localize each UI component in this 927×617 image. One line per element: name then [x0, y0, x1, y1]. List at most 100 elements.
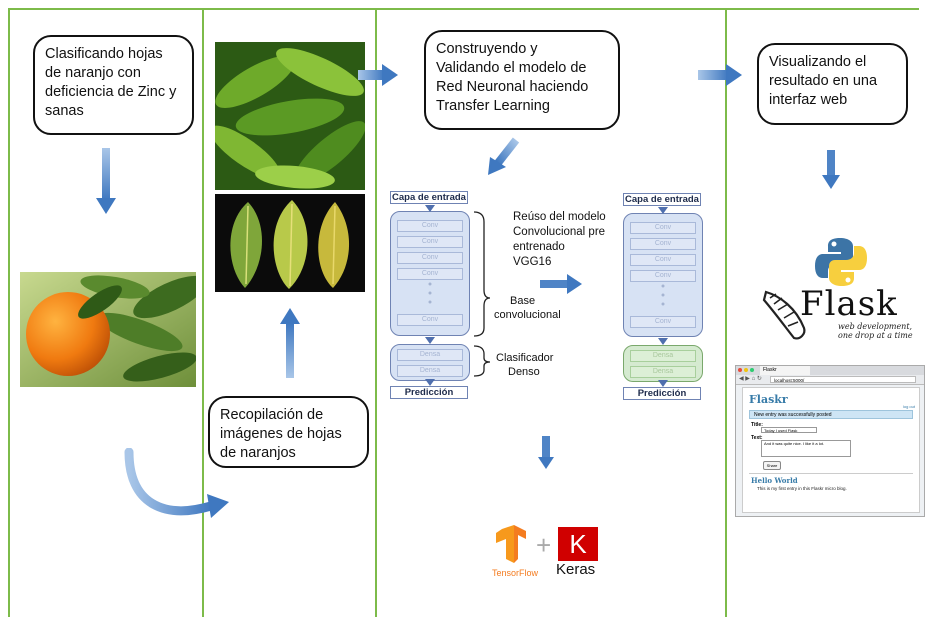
share-button[interactable]: Share — [763, 461, 781, 470]
browser-titlebar: Flaskr — [736, 366, 924, 375]
base-label-line: Base — [510, 295, 536, 307]
step2-box: Recopilación de imágenes de hojas de nar… — [208, 396, 369, 468]
cnn-connectors — [658, 207, 668, 387]
keras-label: Keras — [556, 561, 596, 578]
input-layer: Capa de entrada — [623, 193, 701, 206]
conv-layer: Conv — [630, 222, 696, 234]
column-divider — [8, 8, 10, 617]
browser-tab[interactable]: Flaskr — [760, 366, 810, 375]
conv-layer: Conv — [397, 268, 463, 280]
step2-line: imágenes de hojas — [220, 426, 342, 442]
step3-line: Transfer Learning — [436, 98, 550, 114]
dense-layer: Densa — [397, 365, 463, 377]
flaskr-page: Flaskr log out New entry was successfull… — [742, 387, 920, 513]
layer-ellipsis — [661, 284, 665, 306]
base-label: Base convolucional — [494, 294, 561, 322]
entry-divider — [749, 473, 913, 474]
flaskr-title: Flaskr — [749, 393, 788, 406]
classifier-label-line: Clasificador — [496, 352, 554, 364]
output-layer: Predicción — [390, 386, 468, 399]
flask-wordmark: Flask — [800, 284, 898, 324]
plus-sign: + — [536, 530, 552, 560]
up-arrow — [280, 308, 300, 378]
conv-layer: Conv — [630, 316, 696, 328]
conv-layer: Conv — [630, 254, 696, 266]
orange-tree-photo — [20, 272, 196, 387]
down-arrow — [822, 150, 840, 189]
step3-line: Construyendo y — [436, 41, 538, 57]
python-logo — [815, 238, 867, 286]
conv-layer: Conv — [630, 270, 696, 282]
output-layer-label: Predicción — [404, 387, 454, 398]
step4-box: Visualizando el resultado en una interfa… — [757, 43, 908, 125]
logout-link[interactable]: log out — [902, 404, 915, 409]
flask-horn-icon — [762, 290, 806, 340]
classifier-label: Clasificador Denso — [496, 351, 553, 379]
flask-tagline: web development, one drop at a time — [838, 322, 913, 340]
step4-line: interfaz web — [769, 92, 848, 108]
step1-line: sanas — [45, 103, 84, 119]
address-bar[interactable]: localhost:5000/ — [770, 376, 916, 383]
right-arrow — [358, 64, 398, 86]
diagonal-arrow — [488, 137, 520, 175]
step4-line: resultado en una — [769, 73, 878, 89]
conv-layer: Conv — [630, 238, 696, 250]
title-input[interactable]: Today I used Flask — [761, 427, 817, 433]
orange-leaves-photo — [215, 42, 365, 190]
dense-layer: Densa — [630, 366, 696, 378]
column-divider — [725, 8, 727, 617]
conv-layer: Conv — [397, 314, 463, 326]
reuse-line: Reúso del modelo — [513, 211, 606, 223]
layer-ellipsis — [428, 282, 432, 304]
output-layer: Predicción — [623, 387, 701, 400]
input-layer-label: Capa de entrada — [392, 192, 466, 203]
step4-line: Visualizando el — [769, 54, 867, 70]
browser-toolbar: ◀ ▶ ⌂ ↻ localhost:5000/ — [736, 375, 924, 385]
base-label-line: convolucional — [494, 309, 561, 321]
reuse-text: Reúso del modelo Convolucional pre entre… — [513, 210, 606, 270]
keras-logo: K — [558, 527, 598, 561]
tensorflow-label: TensorFlow — [491, 568, 538, 578]
entry-title: Hello World — [751, 476, 798, 485]
step1-line: deficiencia de Zinc y — [45, 84, 177, 100]
input-layer: Capa de entrada — [390, 191, 468, 204]
conv-base-block: Conv Conv Conv Conv Conv — [390, 211, 470, 336]
output-layer-label: Predicción — [637, 388, 687, 399]
title-label: Title: — [751, 422, 763, 428]
text-label: Text: — [751, 435, 763, 441]
conv-layer: Conv — [397, 252, 463, 264]
reuse-line: Convolucional pre — [513, 226, 606, 238]
flash-message: New entry was successfully posted — [749, 410, 913, 419]
entry-text: This is my first entry in this Flaskr mi… — [757, 486, 847, 491]
conv-layer: Conv — [397, 220, 463, 232]
top-border — [8, 8, 919, 10]
step2-line: Recopilación de — [220, 407, 324, 423]
step3-line: Red Neuronal haciendo — [436, 79, 589, 95]
step2-line: de naranjos — [220, 445, 296, 461]
down-arrow — [538, 436, 554, 469]
step3-line: Validando el modelo de — [436, 60, 587, 76]
step3-box: Construyendo y Validando el modelo de Re… — [424, 30, 620, 130]
text-area[interactable]: And it was quite nice. I like it a lot. — [761, 440, 851, 457]
step1-line: de naranjo con — [45, 65, 141, 81]
column-divider — [375, 8, 377, 617]
conv-base-block: Conv Conv Conv Conv Conv — [623, 213, 703, 337]
reuse-line: VGG16 — [513, 256, 552, 268]
conv-layer: Conv — [397, 236, 463, 248]
curved-arrow — [124, 448, 229, 518]
input-layer-label: Capa de entrada — [625, 194, 699, 205]
step1-line: Clasificando hojas — [45, 46, 163, 62]
zinc-deficient-leaves-photo — [215, 194, 365, 292]
nav-icons[interactable]: ◀ ▶ ⌂ ↻ — [739, 376, 762, 382]
transfer-arrow — [540, 274, 582, 294]
column-divider — [202, 8, 204, 617]
step1-box: Clasificando hojas de naranjo con defici… — [33, 35, 194, 135]
dense-layer: Densa — [630, 350, 696, 362]
down-arrow — [96, 148, 116, 214]
dense-block: Densa Densa — [390, 344, 470, 381]
cnn-connectors — [425, 205, 435, 386]
tensorflow-logo: TensorFlow — [490, 525, 540, 578]
brackets — [473, 211, 491, 377]
dense-block-trained: Densa Densa — [623, 345, 703, 382]
